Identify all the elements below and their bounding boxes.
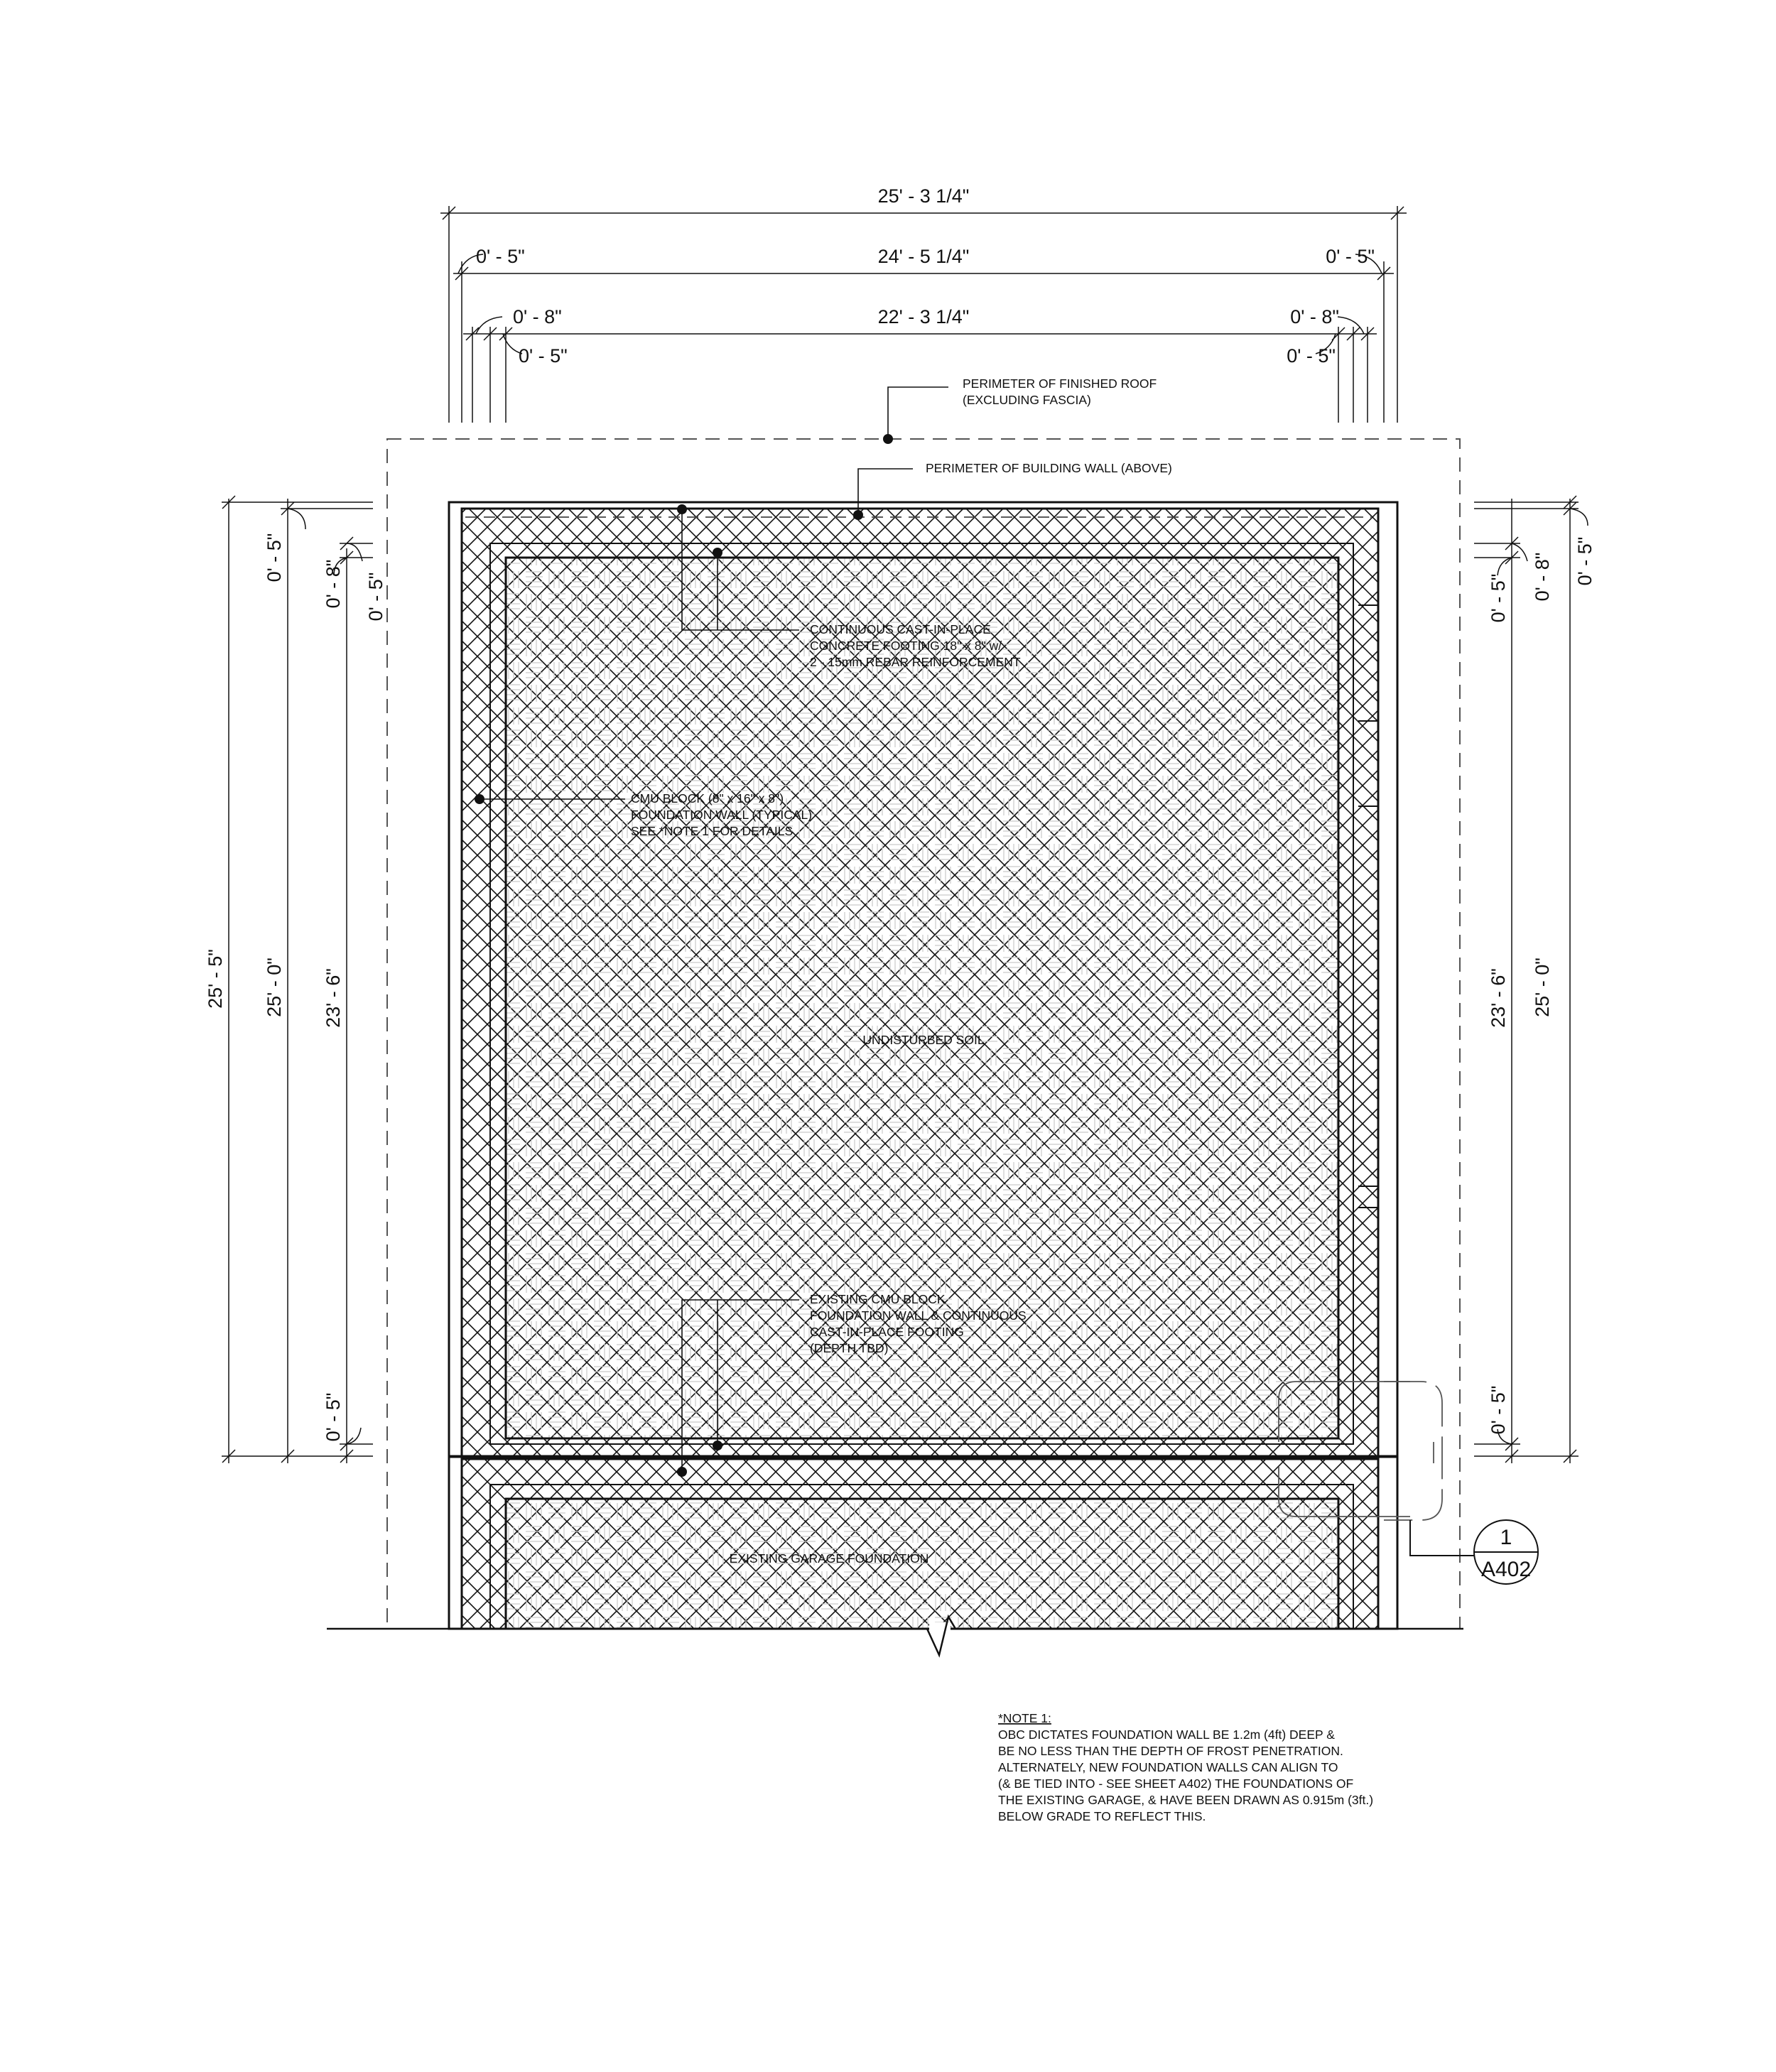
footing-outline [489, 543, 1354, 1445]
section-cut-marker [1278, 1381, 1443, 1521]
section-tag-sheet: A402 [1481, 1558, 1531, 1581]
existing-garage-label: EXISTING GARAGE FOUNDATION [730, 1551, 929, 1566]
dim-left-top-b: 0' - 8" [323, 560, 344, 609]
footing-label-3: 2 - 15mm REBAR REINFORCEMENT [810, 655, 1021, 669]
section-tag[interactable]: 1 A402 [1409, 1519, 1539, 1585]
dim-top-right-b: 0' - 8" [1290, 306, 1339, 327]
dim-top-mid-b: 22' - 3 1/4" [878, 306, 970, 327]
dim-top-mid-a: 24' - 5 1/4" [878, 246, 970, 267]
dim-top-right-c: 0' - 5" [1287, 345, 1336, 367]
break-line-symbol [926, 1614, 957, 1658]
note-line-5: THE EXISTING GARAGE, & HAVE BEEN DRAWN A… [998, 1793, 1373, 1807]
roof-perimeter-label-2: (EXCLUDING FASCIA) [963, 393, 1091, 407]
existing-garage-foundation [448, 1455, 1399, 1658]
dim-top-left-b: 0' - 8" [513, 306, 562, 327]
dim-top-left-a: 0' - 5" [476, 246, 525, 267]
undisturbed-soil-area [504, 556, 1340, 1440]
existing-wall-label-2: FOUNDATION WALL & CONTINUOUS [810, 1308, 1027, 1323]
existing-garage-interior [504, 1497, 1340, 1630]
dim-right-top-c: 0' - 5" [1488, 574, 1509, 623]
existing-wall-label-1: EXISTING CMU BLOCK [810, 1292, 946, 1306]
dimension-geometry [222, 206, 1588, 1463]
note-line-6: BELOW GRADE TO REFLECT THIS. [998, 1809, 1206, 1823]
undisturbed-soil-label: UNDISTURBED SOIL [862, 1033, 984, 1047]
dim-right-mid-a: 25' - 0" [1532, 958, 1553, 1017]
cmu-wall-label-3: SEE *NOTE 1 FOR DETAILS [631, 824, 793, 838]
dimension-labels: 25' - 3 1/4" 0' - 5" 24' - 5 1/4" 0' - 5… [205, 185, 1596, 1441]
callout-labels: PERIMETER OF FINISHED ROOF (EXCLUDING FA… [631, 376, 1172, 1566]
footing-label-2: CONCRETE FOOTING 18" x 8" w/ [810, 639, 1002, 653]
cmu-wall-label-1: CMU BLOCK (8" x 16" x 8") [631, 791, 784, 806]
dim-right-top-b: 0' - 8" [1532, 553, 1553, 602]
existing-wall-label-4: (DEPTH TBD) [810, 1341, 889, 1355]
dim-left-top-c: 0' - 5" [365, 573, 386, 622]
section-tag-number: 1 [1500, 1526, 1512, 1549]
callout-leaders [480, 386, 948, 1472]
note-title: *NOTE 1: [998, 1711, 1051, 1725]
right-wall-panel-joints [1358, 604, 1378, 1208]
callout-dots [475, 434, 893, 1477]
roof-perimeter-label-1: PERIMETER OF FINISHED ROOF [963, 376, 1157, 391]
section-tag-leader [1409, 1520, 1474, 1556]
dim-left-top-a: 0' - 5" [264, 533, 285, 582]
dim-left-mid-a: 25' - 0" [264, 958, 285, 1017]
note-line-1: OBC DICTATES FOUNDATION WALL BE 1.2m (4f… [998, 1727, 1335, 1742]
note-block: *NOTE 1: OBC DICTATES FOUNDATION WALL BE… [998, 1711, 1373, 1823]
cmu-wall-label-2: FOUNDATION WALL (TYPICAL) [631, 808, 812, 822]
dim-right-mid-b: 23' - 6" [1488, 968, 1509, 1028]
note-line-2: BE NO LESS THAN THE DEPTH OF FROST PENET… [998, 1744, 1343, 1758]
footing-label-1: CONTINUOUS CAST-IN-PLACE [810, 622, 991, 636]
dim-top-overall: 25' - 3 1/4" [878, 185, 970, 207]
dim-left-bottom-b: 0' - 5" [323, 1393, 344, 1442]
dim-top-right-a: 0' - 5" [1326, 246, 1375, 267]
dim-left-overall: 25' - 5" [205, 949, 226, 1009]
existing-wall-outline [448, 1455, 1399, 1630]
dim-top-left-c: 0' - 5" [519, 345, 568, 367]
dim-right-top-a: 0' - 5" [1574, 537, 1596, 586]
wall-perimeter-label: PERIMETER OF BUILDING WALL (ABOVE) [926, 461, 1172, 475]
dim-left-mid-b: 23' - 6" [323, 968, 344, 1028]
existing-wall-label-3: CAST-IN-PLACE FOOTING [810, 1325, 964, 1339]
foundation-plan [327, 438, 1463, 1658]
note-line-3: ALTERNATELY, NEW FOUNDATION WALLS CAN AL… [998, 1760, 1338, 1774]
dim-right-bottom-b: 0' - 5" [1488, 1386, 1509, 1435]
note-line-4: (& BE TIED INTO - SEE SHEET A402) THE FO… [998, 1777, 1353, 1791]
